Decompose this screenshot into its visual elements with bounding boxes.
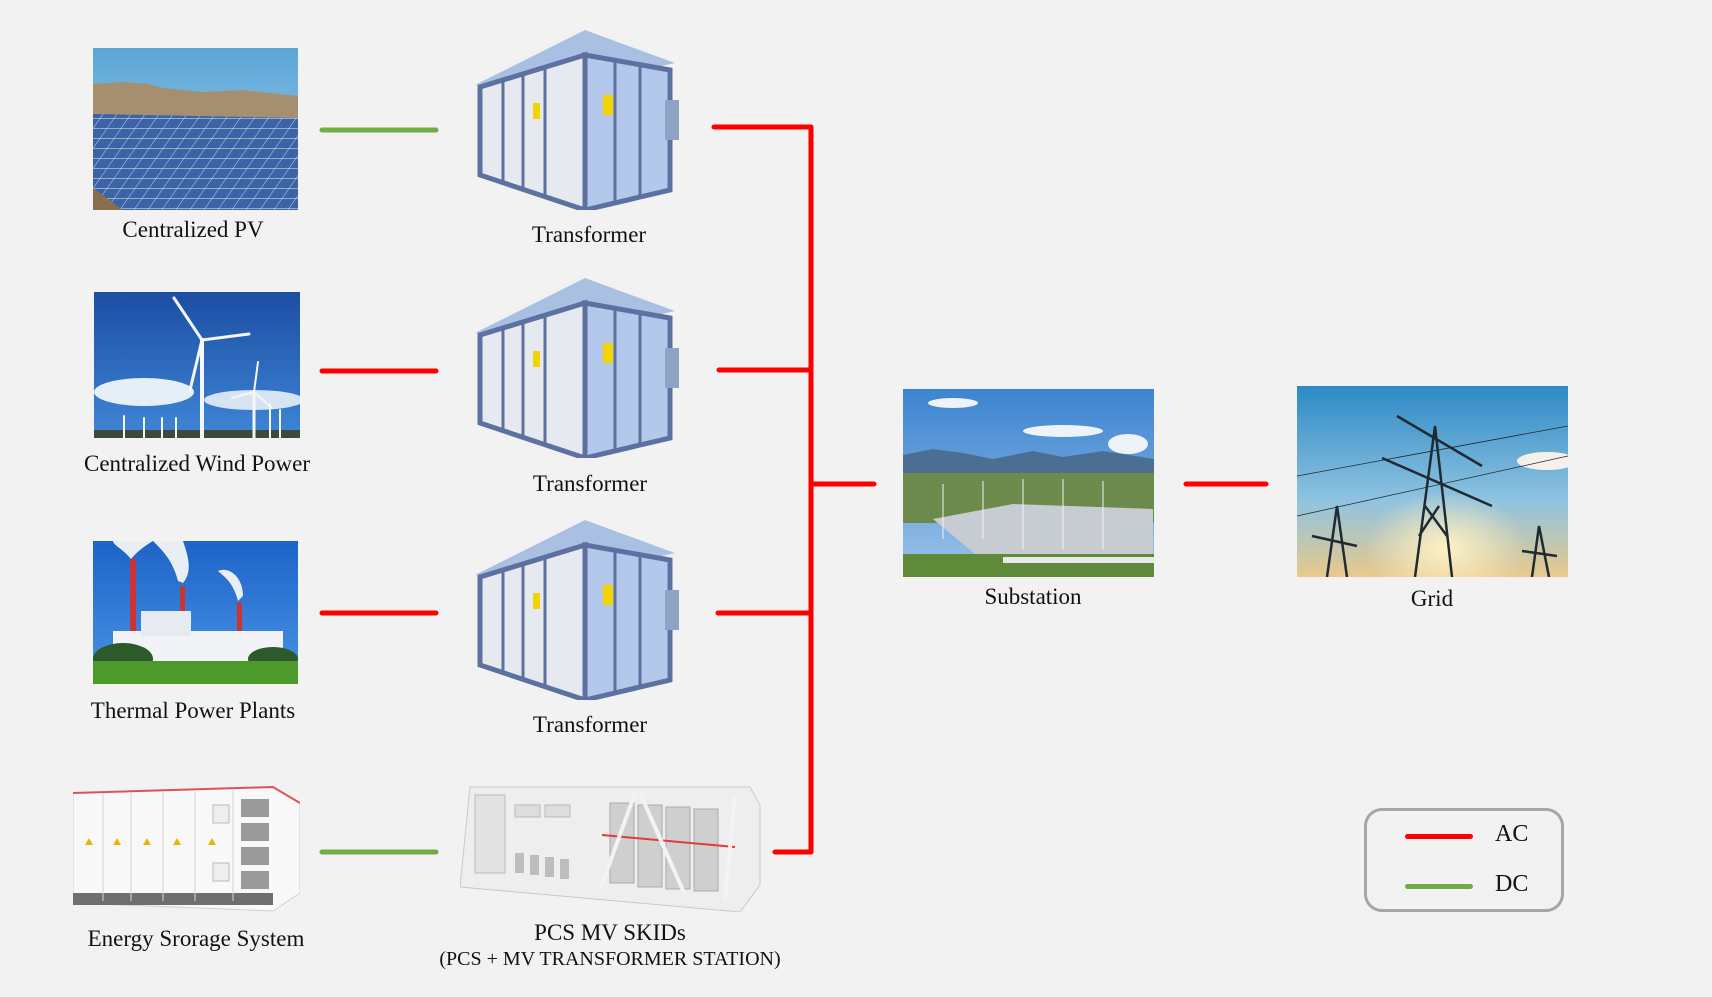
thermal-image — [93, 541, 298, 684]
transformer-3-label: Transformer — [532, 712, 648, 737]
transformer-3-icon — [475, 515, 680, 704]
wind-label: Centralized Wind Power — [83, 451, 311, 476]
thermal-label: Thermal Power Plants — [90, 698, 296, 723]
legend-label-dc: DC — [1495, 871, 1529, 897]
transformer-2-label: Transformer — [532, 471, 648, 496]
pcs-skid-icon — [459, 775, 765, 913]
legend-label-ac: AC — [1495, 821, 1529, 847]
transformer-1-label: Transformer — [531, 222, 647, 247]
pv-label: Centralized PV — [122, 217, 264, 242]
dc-line-swatch — [1405, 884, 1473, 889]
transformer-1-icon — [475, 25, 680, 214]
ac-line-swatch — [1405, 834, 1473, 839]
pcs-skid-sublabel: (PCS + MV TRANSFORMER STATION) — [439, 948, 781, 970]
pcs-skid-label: PCS MV SKIDs — [534, 920, 686, 945]
transformer-2-icon — [475, 273, 680, 462]
grid-label: Grid — [1410, 586, 1454, 611]
substation-image — [903, 389, 1154, 577]
legend-item-dc: DC — [1405, 871, 1555, 901]
grid-image — [1297, 386, 1568, 577]
pv-image — [93, 48, 298, 210]
ess-label: Energy Srorage System — [87, 926, 305, 951]
substation-label: Substation — [984, 584, 1082, 609]
ess-image — [73, 775, 300, 912]
legend-item-ac: AC — [1405, 821, 1555, 851]
wind-image — [94, 292, 300, 438]
legend: AC DC — [1364, 808, 1564, 912]
